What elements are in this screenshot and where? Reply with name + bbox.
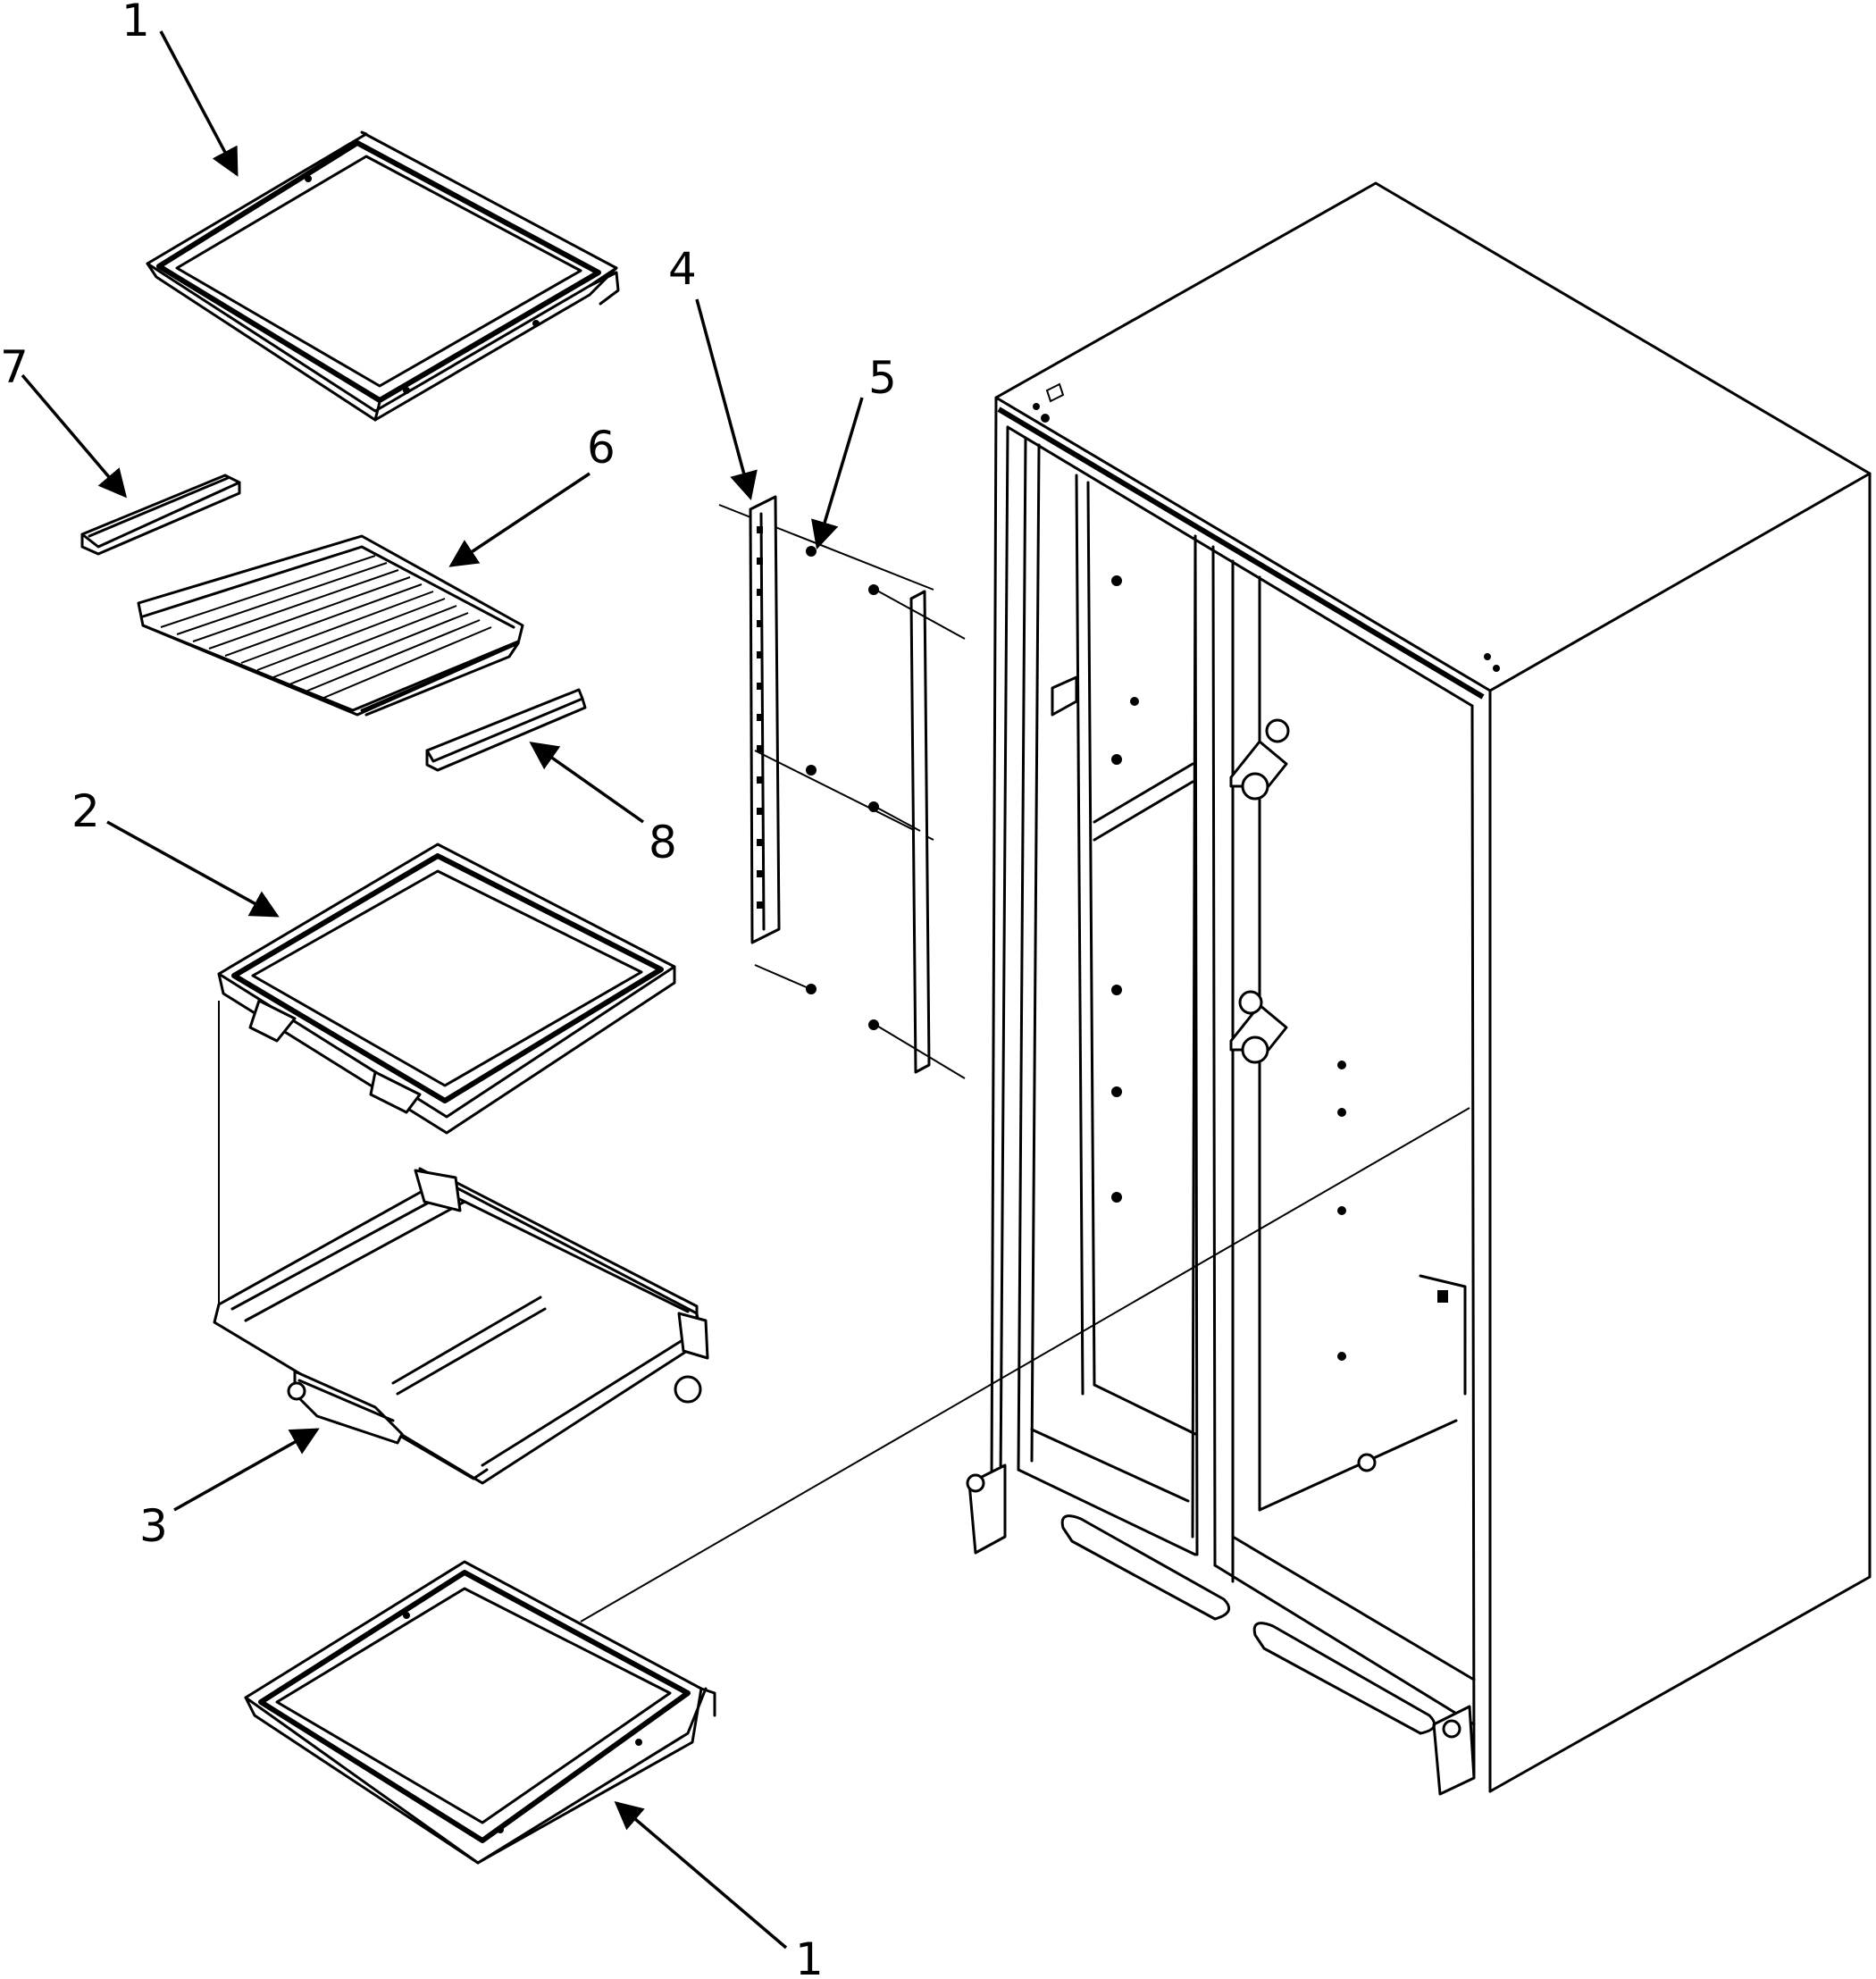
screws-part-5 [806, 546, 879, 1030]
wire-basket-part-6 [137, 534, 524, 717]
callout-3: 3 [139, 1500, 168, 1552]
crisper-frame-part-3 [213, 1001, 709, 1485]
callout-5: 5 [868, 352, 897, 404]
glass-shelf-part-2 [217, 843, 676, 1135]
callout-2: 2 [71, 785, 100, 837]
callout-1-bottom: 1 [795, 1933, 824, 1979]
rail-part-7 [80, 474, 241, 556]
callout-1-top: 1 [121, 0, 150, 46]
rear-rail [875, 589, 966, 1079]
refrigerator-cabinet [966, 181, 1872, 1796]
shelf-part-1-top [146, 130, 620, 422]
callout-4: 4 [668, 243, 697, 295]
callout-6: 6 [587, 422, 616, 474]
shelf-part-1-bottom [244, 1107, 1470, 1865]
callout-7: 7 [0, 341, 29, 393]
shelf-track-part-4 [718, 495, 934, 989]
callout-leaders [21, 30, 864, 1950]
callout-8: 8 [649, 817, 677, 868]
rail-part-8 [425, 688, 587, 772]
